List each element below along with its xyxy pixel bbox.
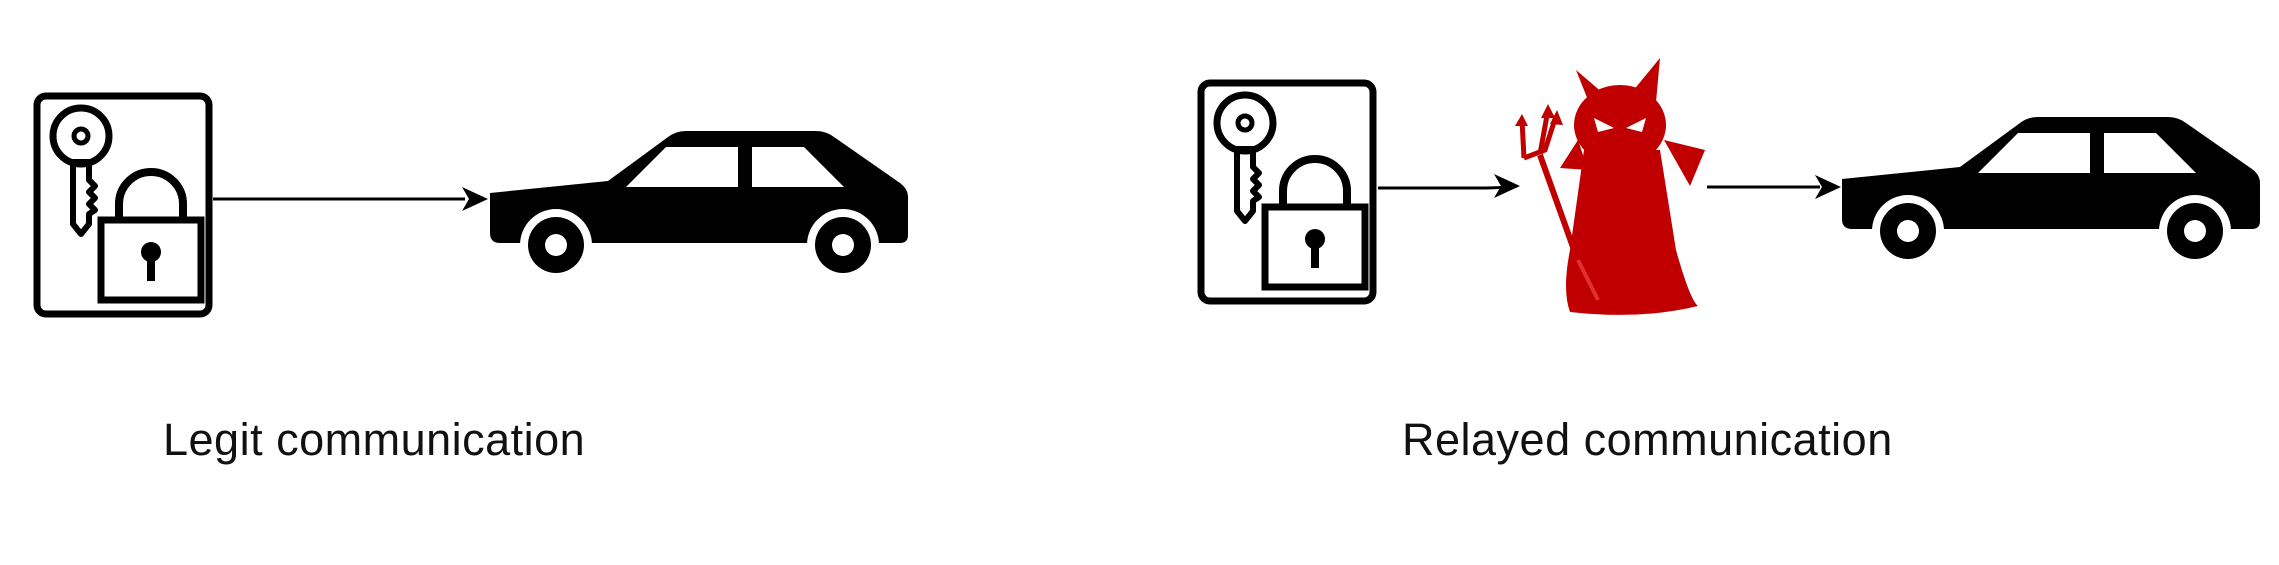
relay-car-icon	[1842, 117, 2260, 267]
devil-icon	[1515, 58, 1705, 315]
relay-arrow-fob-to-devil-icon	[1378, 174, 1520, 198]
legit-communication-caption: Legit communication	[163, 414, 586, 465]
relay-arrow-devil-to-car-icon	[1707, 175, 1841, 199]
legit-key-fob-icon	[37, 96, 209, 314]
legit-arrow-icon	[213, 187, 488, 211]
relay-key-fob-icon	[1201, 83, 1373, 301]
legit-car-icon	[490, 131, 908, 281]
relayed-communication-caption: Relayed communication	[1402, 414, 1893, 465]
